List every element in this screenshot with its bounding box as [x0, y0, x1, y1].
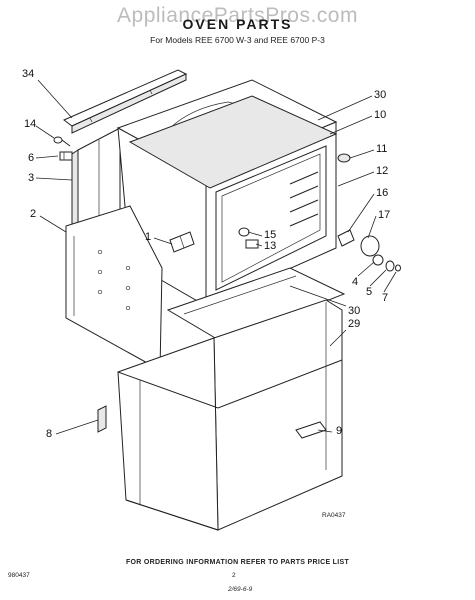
light-assembly-parts-16-17-4-5-7	[337, 229, 401, 272]
callout-10: 10	[374, 109, 387, 121]
side-panel-part-2	[65, 205, 163, 371]
callout-9: 9	[336, 425, 343, 437]
plate-part-8	[97, 405, 107, 433]
callout-29: 29	[348, 318, 361, 330]
callout-34: 34	[22, 68, 35, 80]
leader-lines	[35, 79, 397, 435]
clip-part-11	[337, 153, 351, 163]
callout-12: 12	[376, 165, 389, 177]
clip-part-6	[59, 151, 73, 161]
callout-4: 4	[352, 276, 359, 288]
callout-13: 13	[264, 240, 277, 252]
callout-16: 16	[376, 187, 389, 199]
bottom-mark: 2/69-6-9	[228, 586, 253, 593]
bracket-part-1	[169, 231, 195, 253]
catalog-code: 980437	[8, 572, 30, 579]
callout-1: 1	[145, 231, 152, 243]
ordering-note: FOR ORDERING INFORMATION REFER TO PARTS …	[125, 559, 350, 566]
callout-30-top: 30	[374, 89, 387, 101]
site-watermark: AppliancePartsPros.com	[117, 4, 358, 27]
callout-2: 2	[30, 208, 37, 220]
handle-part-9	[295, 421, 327, 439]
callout-8: 8	[46, 428, 53, 440]
callout-5: 5	[366, 286, 373, 298]
screw-part-14	[53, 136, 71, 147]
callout-14: 14	[24, 118, 37, 130]
callout-30-bottom: 30	[348, 305, 361, 317]
callout-11: 11	[376, 143, 388, 155]
callout-17: 17	[378, 209, 391, 221]
diagram-code: RA0437	[322, 512, 346, 519]
page-number: 2	[232, 572, 236, 579]
lower-cabinet-part-29	[117, 299, 343, 531]
bottom-plate-part-30	[166, 267, 346, 343]
callout-6: 6	[28, 152, 35, 164]
callout-15: 15	[264, 229, 277, 241]
callout-7: 7	[382, 292, 389, 304]
callout-3: 3	[28, 172, 35, 184]
trim-strip-part-34	[63, 69, 188, 134]
model-numbers: For Models REE 6700 W-3 and REE 6700 P-3	[150, 35, 325, 45]
diagram-title: OVEN PARTS	[182, 16, 293, 32]
